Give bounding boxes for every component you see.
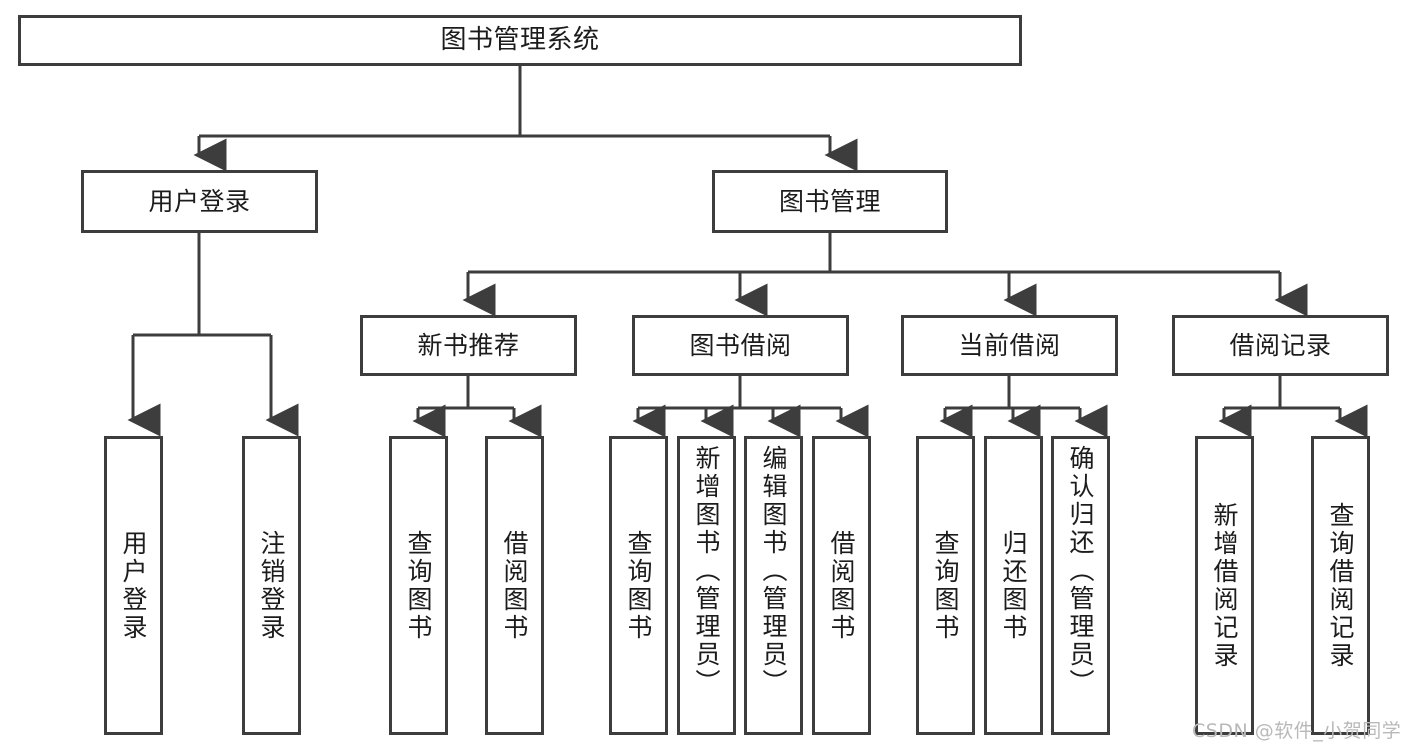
leaf-new-book-rec-2-label: 借阅图书 [500, 529, 529, 642]
leaf-new-book-rec-1[interactable]: 查询图书 [389, 436, 448, 735]
node-book-borrow-label: 图书借阅 [689, 331, 792, 360]
node-book-borrow[interactable]: 图书借阅 [632, 315, 849, 376]
leaf-user-login-1-label: 用户登录 [119, 529, 148, 642]
node-borrow-record-label: 借阅记录 [1229, 331, 1332, 360]
leaf-book-borrow-1-label: 查询图书 [624, 529, 653, 642]
csdn-watermark: CSDN @软件_小贺同学 [1192, 720, 1402, 742]
leaf-borrow-record-1[interactable]: 新增借阅记录 [1195, 436, 1254, 735]
leaf-current-borrow-3[interactable]: 确认归还（管理员） [1051, 436, 1110, 735]
leaf-user-login-1[interactable]: 用户登录 [104, 436, 163, 735]
node-book-manage[interactable]: 图书管理 [712, 170, 948, 233]
leaf-new-book-rec-1-label: 查询图书 [404, 529, 433, 642]
node-new-book-rec[interactable]: 新书推荐 [360, 315, 577, 376]
node-new-book-rec-label: 新书推荐 [417, 331, 520, 360]
leaf-current-borrow-1[interactable]: 查询图书 [916, 436, 975, 735]
node-current-borrow-label: 当前借阅 [958, 331, 1061, 360]
node-current-borrow[interactable]: 当前借阅 [901, 315, 1118, 376]
leaf-new-book-rec-2[interactable]: 借阅图书 [485, 436, 544, 735]
leaf-book-borrow-3[interactable]: 编辑图书（管理员） [744, 436, 803, 735]
leaf-borrow-record-2[interactable]: 查询借阅记录 [1311, 436, 1370, 735]
leaf-book-borrow-3-label: 编辑图书（管理员） [759, 445, 788, 697]
leaf-book-borrow-4-label: 借阅图书 [827, 529, 856, 642]
node-user-login-label: 用户登录 [148, 187, 251, 216]
node-borrow-record[interactable]: 借阅记录 [1172, 315, 1389, 376]
leaf-book-borrow-2[interactable]: 新增图书（管理员） [677, 436, 736, 735]
leaf-current-borrow-3-label: 确认归还（管理员） [1066, 445, 1095, 697]
leaf-book-borrow-4[interactable]: 借阅图书 [812, 436, 871, 735]
leaf-borrow-record-2-label: 查询借阅记录 [1326, 501, 1355, 670]
leaf-current-borrow-1-label: 查询图书 [931, 529, 960, 642]
leaf-book-borrow-2-label: 新增图书（管理员） [692, 445, 721, 697]
leaf-user-login-2[interactable]: 注销登录 [242, 436, 301, 735]
node-root-label: 图书管理系统 [440, 25, 600, 56]
leaf-user-login-2-label: 注销登录 [257, 529, 286, 642]
node-user-login[interactable]: 用户登录 [81, 170, 318, 233]
leaf-current-borrow-2-label: 归还图书 [999, 529, 1028, 642]
node-book-manage-label: 图书管理 [778, 187, 881, 216]
leaf-current-borrow-2[interactable]: 归还图书 [984, 436, 1043, 735]
leaf-borrow-record-1-label: 新增借阅记录 [1210, 501, 1239, 670]
leaf-book-borrow-1[interactable]: 查询图书 [609, 436, 668, 735]
node-root[interactable]: 图书管理系统 [18, 15, 1022, 66]
